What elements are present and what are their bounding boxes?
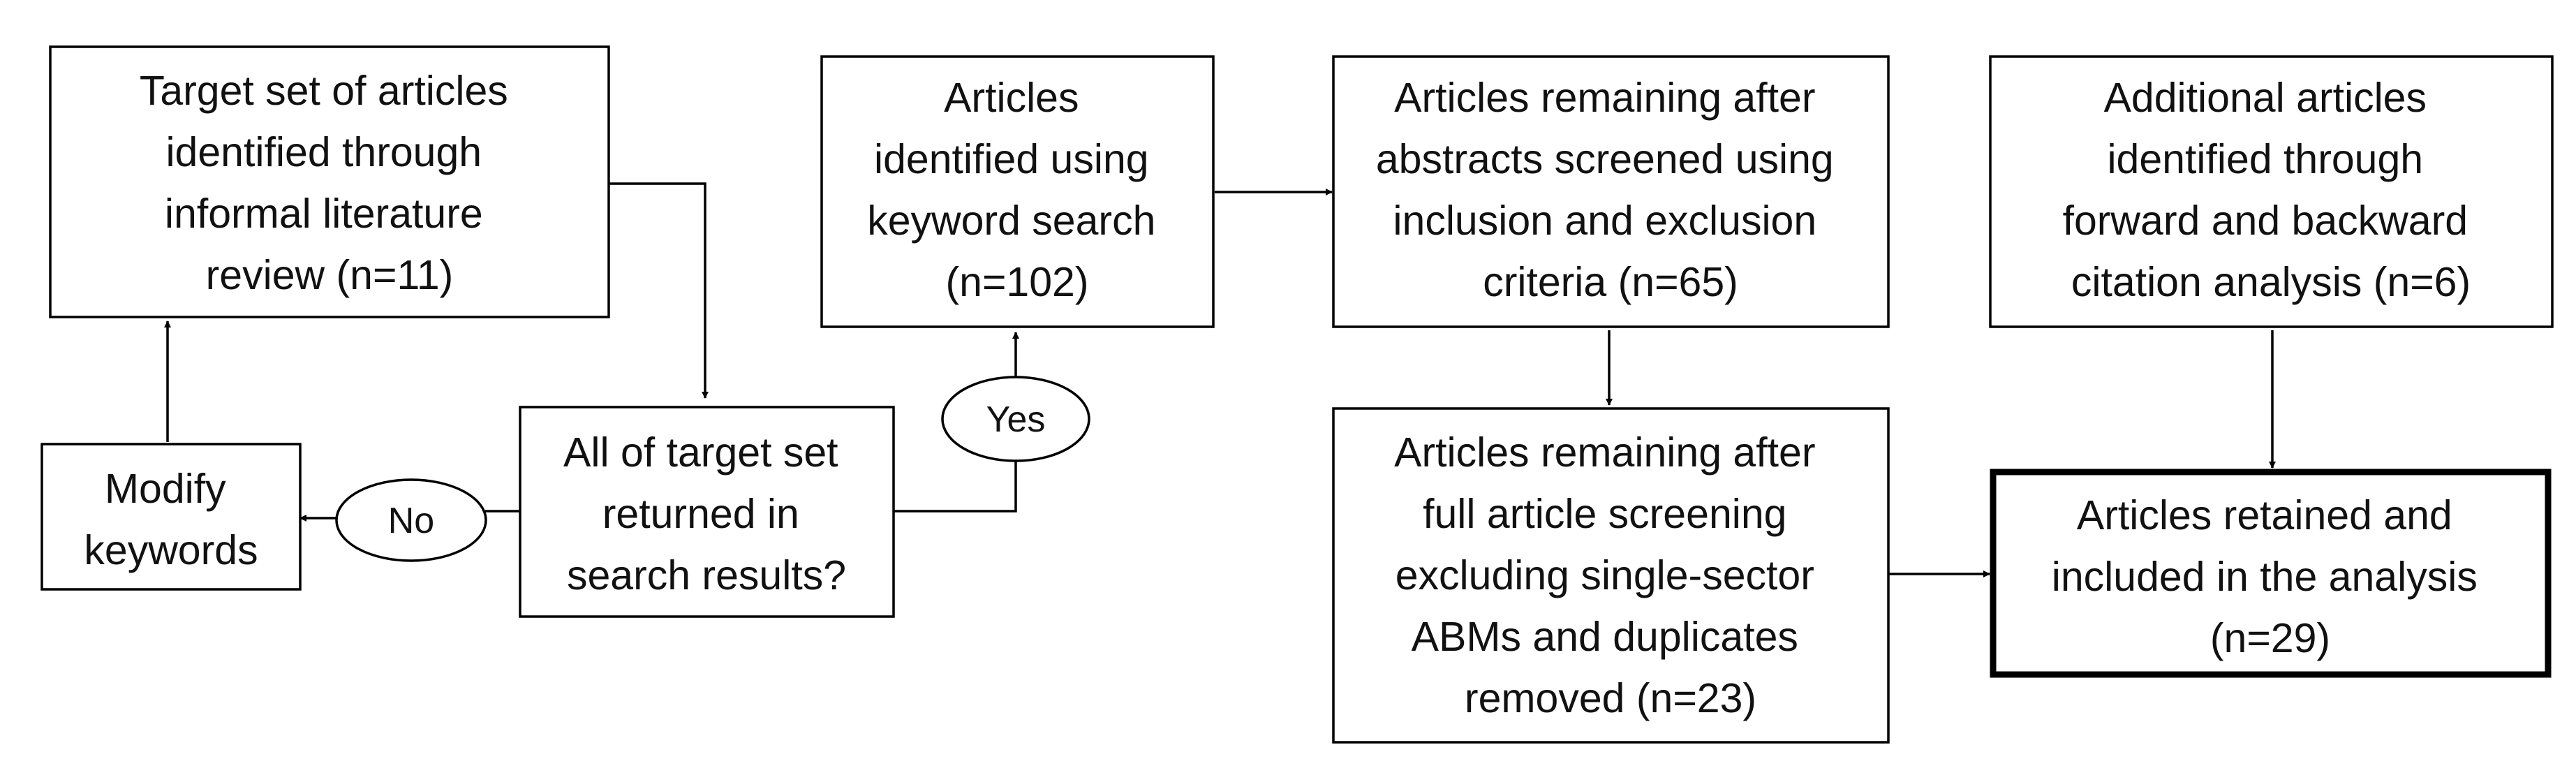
box-full-line-3: excluding single-sector <box>1396 552 1814 598</box>
box-target-set-line-2: identified through <box>165 129 482 175</box>
box-abstracts-screened: Articles remaining after abstracts scree… <box>1332 55 1890 328</box>
box-full-screening-text: Articles remaining after full article sc… <box>1394 429 1827 721</box>
box-retained-line-2: included in the analysis <box>2052 554 2478 600</box>
box-decision-line-1: All of target set <box>563 429 838 476</box>
box-keyword-search: Articles identified using keyword search… <box>820 55 1215 328</box>
box-abstracts-line-1: Articles remaining after <box>1394 75 1815 121</box>
box-target-set-text: Target set of articles identified throug… <box>140 68 519 298</box>
yes-oval: Yes <box>941 376 1090 462</box>
box-decision-question: All of target set returned in search res… <box>519 406 895 618</box>
box-keyword-search-line-2: identified using <box>874 136 1149 182</box>
box-target-set-line-3: informal literature <box>165 191 483 237</box>
box-citation-line-3: forward and backward <box>2063 198 2468 244</box>
box-full-line-1: Articles remaining after <box>1394 429 1815 476</box>
box-decision-line-2: returned in <box>602 491 799 537</box>
box-retained-line-3: (n=29) <box>2210 615 2330 661</box>
box-full-line-5: removed (n=23) <box>1465 675 1756 721</box>
no-label: No <box>388 501 434 541</box>
box-abstracts-screened-text: Articles remaining after abstracts scree… <box>1376 75 1845 305</box>
no-oval: No <box>335 478 487 562</box>
box-modify-line-1: Modify <box>105 466 226 512</box>
box-full-screening: Articles remaining after full article sc… <box>1332 407 1890 744</box>
box-modify-keywords: Modify keywords <box>40 443 302 591</box>
box-citation-line-4: citation analysis (n=6) <box>2071 259 2471 305</box>
box-keyword-search-line-4: (n=102) <box>945 259 1088 305</box>
box-keyword-search-line-1: Articles <box>944 75 1079 121</box>
box-keyword-search-line-3: keyword search <box>867 198 1155 244</box>
box-abstracts-line-2: abstracts screened using <box>1376 136 1834 182</box>
box-citation-line-1: Additional articles <box>2104 75 2427 121</box>
box-full-line-4: ABMs and duplicates <box>1412 614 1798 660</box>
box-abstracts-line-4: criteria (n=65) <box>1483 259 1738 305</box>
box-modify-line-2: keywords <box>84 527 258 573</box>
box-citation-analysis-text: Additional articles identified through f… <box>2063 75 2480 305</box>
box-target-set-line-4: review (n=11) <box>206 252 454 298</box>
edge-decision-to-yes <box>894 461 1017 513</box>
box-full-line-2: full article screening <box>1423 491 1786 537</box>
box-keyword-search-text: Articles identified using keyword search… <box>867 75 1167 305</box>
yes-label: Yes <box>986 399 1046 440</box>
box-retained-text: Articles retained and included in the an… <box>2052 492 2489 661</box>
box-retained-line-1: Articles retained and <box>2077 492 2452 538</box>
box-retained: Articles retained and included in the an… <box>1990 469 2552 678</box>
box-target-set: Target set of articles identified throug… <box>49 45 610 318</box>
box-decision-line-3: search results? <box>567 552 846 598</box>
box-abstracts-line-3: inclusion and exclusion <box>1393 198 1816 244</box>
box-target-set-line-1: Target set of articles <box>140 68 508 114</box>
box-citation-analysis: Additional articles identified through f… <box>1989 55 2554 328</box>
box-citation-line-2: identified through <box>2107 136 2423 182</box>
box-decision-question-text: All of target set returned in search res… <box>563 429 850 598</box>
box-modify-keywords-text: Modify keywords <box>84 466 258 573</box>
